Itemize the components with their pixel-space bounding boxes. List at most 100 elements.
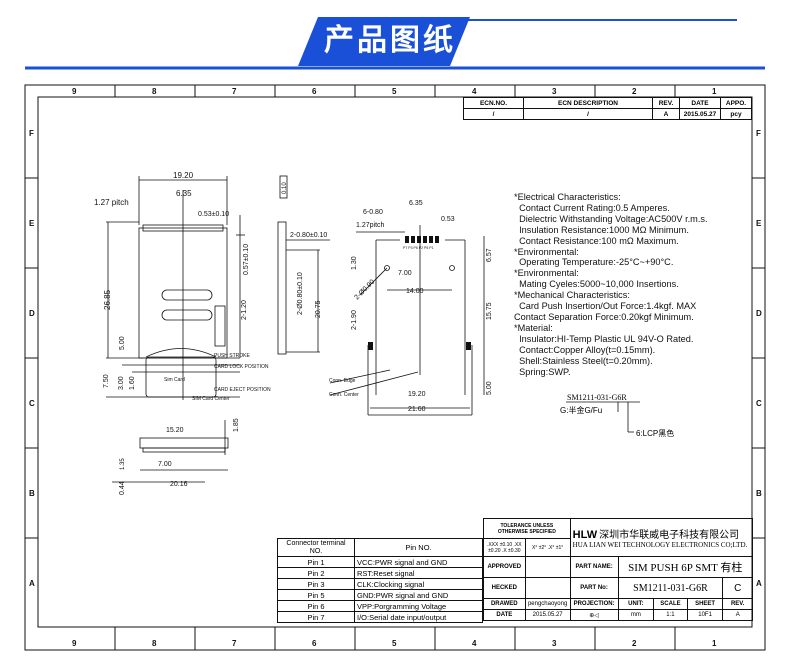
spec-line: Contact:Copper Alloy(t=0.15mm). <box>514 344 656 355</box>
rev-value: A <box>722 609 753 621</box>
ecn-row: / / A 2015.05.27 pcy <box>463 108 752 120</box>
spec-line: Contact Separation Force:0.20kgf Minimum… <box>514 311 694 322</box>
row-label: F <box>29 129 34 138</box>
pin-function: RST:Reset signal <box>354 567 483 579</box>
part-no-label: PART No: <box>569 577 619 599</box>
spec-line: *Environmental: <box>514 246 579 257</box>
column-label: 1 <box>712 87 717 96</box>
pin-number: Pin 6 <box>277 600 355 612</box>
dim-3: 3.00 <box>118 376 125 390</box>
row-label: D <box>29 309 35 318</box>
dim-pitch-span: 6.35 <box>176 189 192 198</box>
row-label: C <box>756 399 762 408</box>
row-label: F <box>756 129 761 138</box>
dim-6-57: 6.57 <box>486 248 493 262</box>
spec-line: Contact Current Rating:0.5 Amperes. <box>514 202 670 213</box>
inner-frame <box>37 96 753 628</box>
column-label: 7 <box>232 87 237 96</box>
row-label: C <box>29 399 35 408</box>
pin-number: Pin 3 <box>277 578 355 590</box>
banner-shape <box>298 17 470 66</box>
column-label: 9 <box>72 639 77 648</box>
dim-pin-len: 0.57±0.10 <box>243 244 250 275</box>
front-view <box>112 420 229 483</box>
note-push-stroke: PUSH STROKE <box>214 353 251 359</box>
dim-front-0-44: 0.44 <box>119 481 126 495</box>
ecn-header-row: ECN.NO. ECN DESCRIPTION REV. DATE APPO. <box>463 97 752 109</box>
dim-width: 19.20 <box>173 171 194 180</box>
dim-pcb-pitch: 1.27pitch <box>356 222 385 229</box>
part-name-label: PART NAME: <box>569 556 619 578</box>
dim-15-75: 15.75 <box>486 302 493 320</box>
part-rev: C <box>722 577 753 599</box>
column-label: 7 <box>232 639 237 648</box>
dim-flatness: 0.10 <box>282 182 288 194</box>
ecn-rev: A <box>652 108 680 120</box>
ecn-no-header: ECN.NO. <box>463 97 524 109</box>
column-label: 9 <box>72 87 77 96</box>
dim-7-5: 7.50 <box>103 374 110 388</box>
pin-function: CLK:Clocking signal <box>354 578 483 590</box>
pin-number: Pin 1 <box>277 556 355 568</box>
spec-line: Dielectric Withstanding Voltage:AC500V r… <box>514 213 708 224</box>
dim-1-30: 1.30 <box>351 256 358 270</box>
pin-function: GND:PWR signal and GND <box>354 589 483 601</box>
column-label: 1 <box>712 639 717 648</box>
checked-label: HECKED <box>483 577 526 599</box>
spec-line: *Material: <box>514 322 553 333</box>
tolerance-title: TOLERANCE UNLESS OTHERWISE SPECIFIED <box>483 518 571 539</box>
dim-holes: 2-Ø0.90 <box>353 279 376 302</box>
part-code-leaders <box>566 401 640 433</box>
pin-number: Pin 7 <box>277 611 355 623</box>
dim-7: 7.00 <box>398 270 412 277</box>
note-card-eject: CARD EJECT POSITION <box>214 387 271 393</box>
title-block: TOLERANCE UNLESS OTHERWISE SPECIFIED HLW… <box>483 518 754 621</box>
column-label: 3 <box>552 639 557 648</box>
dim-pcb-span: 6.35 <box>409 200 423 207</box>
dim-front-1-35: 1.35 <box>120 458 126 470</box>
ecn-appo: pcy <box>720 108 752 120</box>
outer-frame <box>24 84 766 651</box>
row-label: E <box>756 219 762 228</box>
company-name-cn: 深圳市华联威电子科技有限公司 <box>599 530 740 541</box>
date-value: 2015.05.27 <box>524 609 571 621</box>
drawed-label: DRAWED <box>483 598 526 610</box>
pin-function: VCC:PWR signal and GND <box>354 556 483 568</box>
dim-14: 14.00 <box>406 288 424 295</box>
date-header: DATE <box>679 97 721 109</box>
dim-5: 5.00 <box>119 336 126 350</box>
pin-number: Pin 2 <box>277 567 355 579</box>
appo-header: APPO. <box>720 97 752 109</box>
row-label: B <box>756 489 762 498</box>
row-label: A <box>756 579 762 588</box>
dim-pad: 0.53 <box>441 216 455 223</box>
column-label: 8 <box>152 87 157 96</box>
rev-header: REV. <box>652 97 680 109</box>
dim-posts: 2-Ø0.80±0.10 <box>297 272 304 315</box>
top-view <box>106 176 245 400</box>
row-label: A <box>29 579 35 588</box>
spec-line: Operating Temperature:-25°C~+90°C. <box>514 257 674 268</box>
column-label: 6 <box>312 87 317 96</box>
ecn-description: / <box>523 108 653 120</box>
part-name: SIM PUSH 6P SMT 有柱 <box>617 556 754 578</box>
pin-function: VPP:Porgramming Voltage <box>354 600 483 612</box>
ecn-description-header: ECN DESCRIPTION <box>523 97 653 109</box>
projection-symbol-icon: ⊕◁ <box>569 609 619 621</box>
spec-line: *Mechanical Characteristics: <box>514 290 630 301</box>
column-label: 8 <box>152 639 157 648</box>
note-sim-card: Sim Card <box>164 377 185 383</box>
dim-2-1-90: 2-1.90 <box>351 310 358 330</box>
column-label: 5 <box>392 639 397 648</box>
dim-front-20-16: 20.16 <box>170 481 188 488</box>
dim-1-6: 1.60 <box>129 376 136 390</box>
spec-line: *Environmental: <box>514 268 579 279</box>
dim-pin-width: 0.53±0.10 <box>198 211 229 218</box>
dim-21-60: 21.60 <box>408 406 426 413</box>
